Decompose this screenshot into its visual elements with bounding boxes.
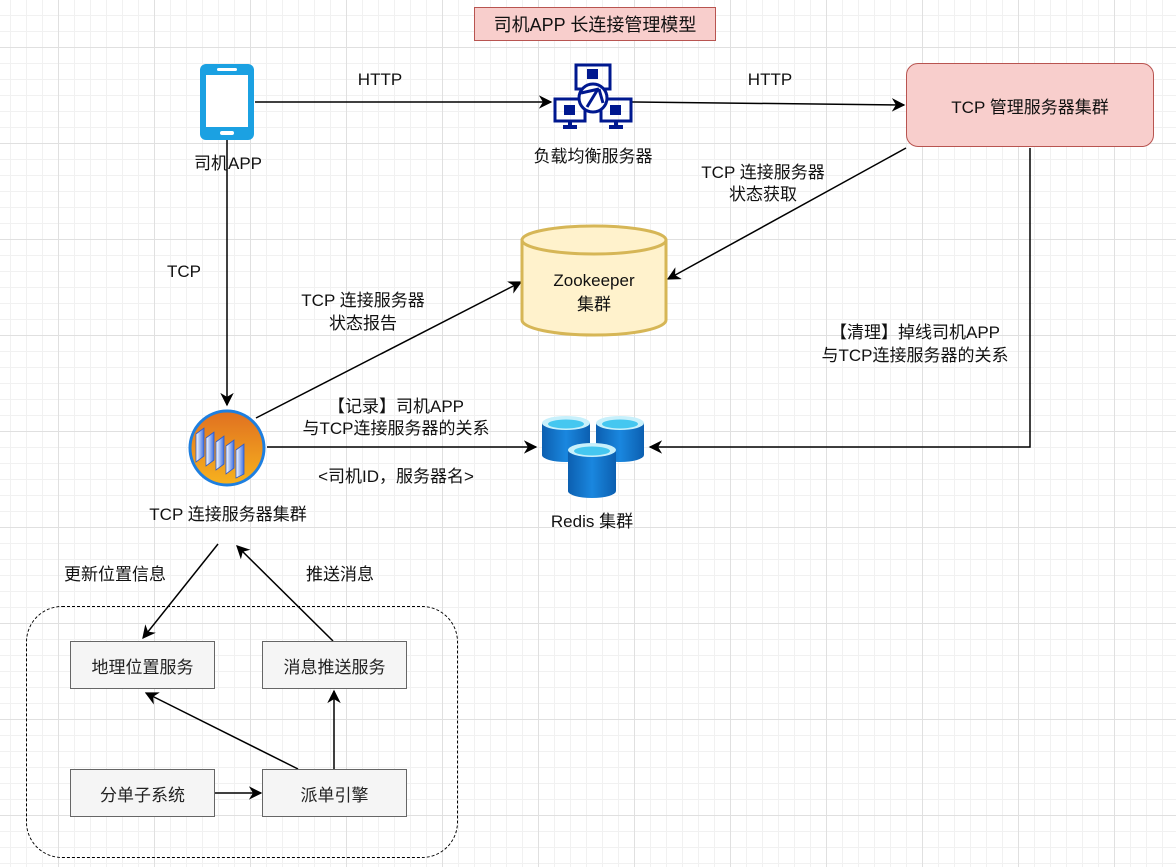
edge-mgr-to-redis (648, 148, 1031, 454)
tcp-manager-cluster-node[interactable]: TCP 管理服务器集群 (906, 63, 1154, 147)
zookeeper-label-line1: Zookeeper (553, 271, 635, 290)
edge-tcp-to-geo (142, 543, 219, 640)
edge-label-mgr-to-redis-line1: 【清理】掉线司机APP (829, 323, 1001, 342)
redis-cylinder-front (568, 443, 616, 498)
edge-label-tcp-to-redis-line1: 【记录】司机APP (327, 397, 465, 416)
dispatch-engine-node[interactable]: 派单引擎 (262, 769, 407, 817)
redis-cluster-label: Redis 集群 (550, 512, 634, 531)
push-service-node[interactable]: 消息推送服务 (262, 641, 407, 689)
edge-label-mgr-to-redis-line2: 与TCP连接服务器的关系 (821, 346, 1009, 365)
diagram-title-text: 司机APP 长连接管理模型 (493, 15, 697, 35)
edge-lb-to-mgr (631, 98, 906, 112)
zookeeper-label-line2: 集群 (577, 295, 611, 314)
geo-service-label: 地理位置服务 (91, 657, 194, 677)
mobile-phone-icon (200, 64, 254, 140)
geo-service-node[interactable]: 地理位置服务 (70, 641, 215, 689)
edge-label-lb-to-mgr: HTTP (747, 70, 793, 89)
edge-label-tcp-to-zk-line1: TCP 连接服务器 (301, 291, 425, 310)
edge-tcp-to-zk (255, 281, 523, 419)
zookeeper-cluster-node[interactable]: Zookeeper 集群 (520, 224, 668, 338)
order-split-node[interactable]: 分单子系统 (70, 769, 215, 817)
redis-cluster-node[interactable] (540, 415, 644, 500)
edge-label-tcp-to-redis-line2: 与TCP连接服务器的关系 (302, 419, 490, 438)
edge-label-tcp-to-geo: 更新位置信息 (64, 565, 166, 584)
edge-label-tcp-to-zk-line2: 状态报告 (329, 314, 397, 333)
dispatch-engine-label: 派单引擎 (300, 785, 369, 805)
server-cluster-icon (188, 409, 266, 487)
driver-app-node[interactable] (199, 63, 255, 141)
edge-label-tcp-to-redis-line3: <司机ID，服务器名> (318, 467, 474, 486)
edge-label-push-to-tcp: 推送消息 (306, 565, 374, 584)
load-balancer-node[interactable] (553, 63, 633, 133)
edge-dispatch-to-geo (144, 692, 299, 770)
push-service-label: 消息推送服务 (283, 657, 386, 677)
edge-label-mgr-to-zk-line1: TCP 连接服务器 (701, 163, 825, 182)
tcp-connection-cluster-label: TCP 连接服务器集群 (149, 505, 307, 524)
edge-mgr-to-zk (666, 147, 907, 280)
order-split-label: 分单子系统 (100, 785, 185, 805)
diagram-title: 司机APP 长连接管理模型 (474, 7, 716, 41)
redis-database-icon (542, 416, 644, 498)
edge-label-app-to-lb: HTTP (357, 70, 403, 89)
load-balancer-icon (553, 63, 633, 129)
load-balancer-label: 负载均衡服务器 (533, 147, 653, 166)
edge-label-mgr-to-zk-line2: 状态获取 (729, 185, 797, 204)
tcp-connection-cluster-node[interactable] (187, 408, 267, 488)
zookeeper-cylinder-icon (520, 224, 668, 337)
driver-app-label: 司机APP (193, 154, 263, 173)
backend-services-group (26, 606, 458, 858)
edge-push-to-tcp (236, 545, 334, 642)
tcp-manager-cluster-label: TCP 管理服务器集群 (951, 97, 1109, 117)
edge-label-app-to-tcp: TCP (167, 262, 201, 281)
